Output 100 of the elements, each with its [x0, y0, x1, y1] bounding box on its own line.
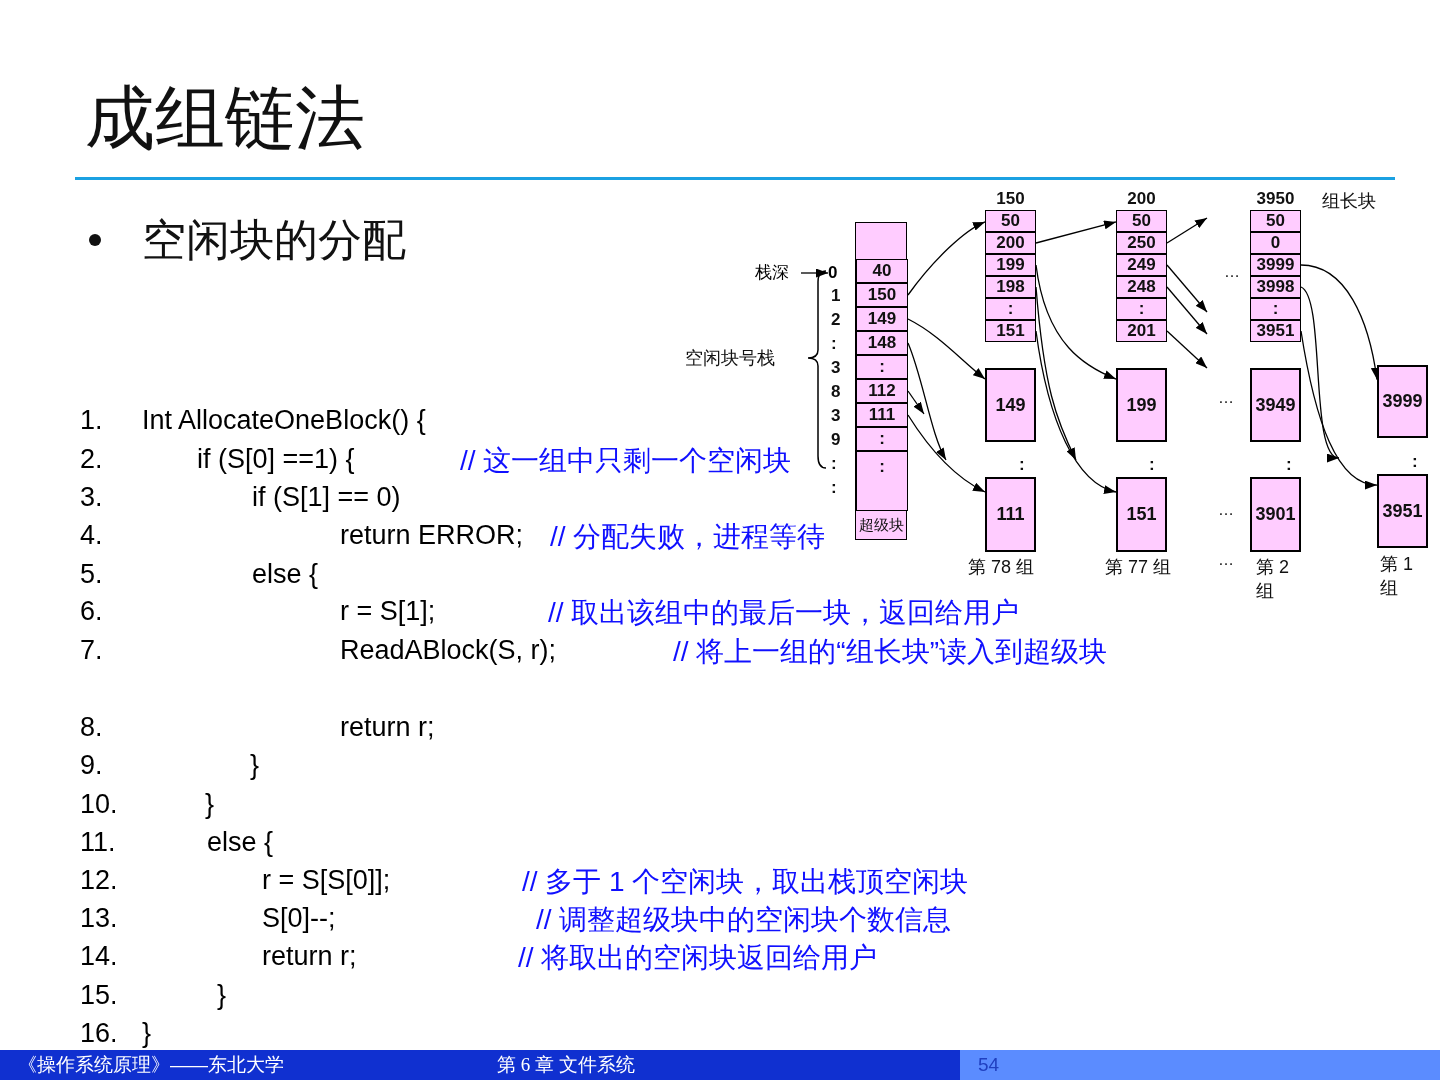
block-number: 200: [1126, 188, 1157, 210]
block-cell: 248: [1116, 276, 1167, 298]
disk-block: 3951: [1377, 474, 1428, 548]
code-line: }: [142, 1017, 152, 1049]
line-number: 3.: [80, 481, 103, 513]
ellipsis: …: [1224, 263, 1240, 281]
group-label: 第 2 组: [1256, 556, 1290, 603]
code-line: r = S[S[0]];: [262, 864, 391, 896]
arrow: [907, 414, 986, 493]
code-comment: // 取出该组中的最后一块，返回给用户: [548, 596, 1020, 630]
stack-index: 8: [831, 382, 841, 402]
line-number: 12.: [80, 864, 118, 896]
line-number: 1.: [80, 404, 103, 436]
ellipsis: …: [1218, 551, 1234, 569]
group-label: 第 78 组: [968, 556, 1035, 579]
code-line: else {: [207, 826, 274, 858]
arrow: [1035, 220, 1117, 244]
code-line: if (S[0] ==1) {: [197, 443, 355, 475]
stack-cell: :: [856, 427, 908, 451]
stack-cell: 148: [856, 331, 908, 355]
stack-index: 3: [831, 406, 841, 426]
stack-index: 9: [831, 430, 841, 450]
line-number: 16.: [80, 1017, 118, 1049]
group-label: 第 77 组: [1105, 556, 1172, 579]
code-comment: // 这一组中只剩一个空闲块: [460, 444, 792, 478]
disk-block: 3949: [1250, 368, 1301, 442]
stack-cell: 112: [856, 379, 908, 403]
code-comment: // 将上一组的“组长块”读入到超级块: [673, 635, 1107, 669]
line-number: 8.: [80, 711, 103, 743]
stack-index: 1: [831, 286, 841, 306]
disk-block: 151: [1116, 477, 1167, 552]
block-cell: :: [985, 298, 1036, 320]
disk-block: 111: [985, 477, 1036, 552]
stack-cell: 150: [856, 283, 908, 307]
footer-text: 第 6 章 文件系统: [497, 1053, 635, 1077]
arrow: [1166, 264, 1208, 313]
stack-cell: :: [856, 355, 908, 379]
stack-index: 0: [828, 260, 844, 286]
block-cell: 250: [1116, 232, 1167, 254]
block-cell: 3951: [1250, 320, 1301, 342]
code-line: }: [205, 788, 215, 820]
arrow: [1166, 217, 1208, 244]
stack-label: 空闲块号栈: [685, 347, 775, 370]
footer-text: 《操作系统原理》——东北大学: [18, 1053, 284, 1077]
block-cell: 50: [985, 210, 1036, 232]
code-comment: // 多于 1 个空闲块，取出栈顶空闲块: [522, 865, 969, 899]
disk-block: 3901: [1250, 477, 1301, 552]
disk-block: 149: [985, 368, 1036, 442]
code-line: S[0]--;: [262, 902, 336, 934]
subtitle: 空闲块的分配: [142, 213, 406, 266]
arrow: [907, 342, 947, 461]
stack-index: :: [831, 478, 837, 498]
arrow: [907, 390, 925, 415]
block-cell: :: [1116, 298, 1167, 320]
code-line: Int AllocateOneBlock() {: [142, 404, 426, 436]
block-cell: 249: [1116, 254, 1167, 276]
code-line: r = S[1];: [340, 595, 436, 627]
arrow: [1166, 330, 1208, 369]
block-cell: 198: [985, 276, 1036, 298]
block-cell: 199: [985, 254, 1036, 276]
block-cell: 50: [1250, 210, 1301, 232]
block-number: 150: [995, 188, 1026, 210]
line-number: 11.: [80, 826, 116, 858]
block-cell: 201: [1116, 320, 1167, 342]
line-number: 15.: [80, 979, 118, 1011]
vertical-ellipsis: :: [1019, 455, 1025, 475]
vertical-ellipsis: :: [1412, 452, 1418, 472]
line-number: 5.: [80, 558, 103, 590]
disk-block: 199: [1116, 368, 1167, 442]
block-caption: 组长块: [1322, 190, 1376, 213]
code-line: ReadABlock(S, r);: [340, 634, 557, 666]
block-cell: 3998: [1250, 276, 1301, 298]
code-comment: // 分配失败，进程等待: [550, 520, 826, 554]
line-number: 2.: [80, 443, 103, 475]
stack-index: :: [831, 454, 837, 474]
code-line: return ERROR;: [340, 519, 524, 551]
code-line: }: [217, 979, 227, 1011]
line-number: 13.: [80, 902, 118, 934]
code-comment: // 将取出的空闲块返回给用户: [518, 941, 878, 975]
code-line: if (S[1] == 0): [252, 481, 401, 513]
vertical-ellipsis: :: [1149, 455, 1155, 475]
stack-index: 3: [831, 358, 841, 378]
block-cell: 50: [1116, 210, 1167, 232]
code-line: else {: [252, 558, 319, 590]
block-cell: 0: [1250, 232, 1301, 254]
vertical-ellipsis: :: [1286, 455, 1292, 475]
stack-cell: 149: [856, 307, 908, 331]
block-number: 3950: [1255, 188, 1296, 210]
ellipsis: …: [1218, 501, 1234, 519]
code-line: return r;: [262, 940, 357, 972]
slide-title: 成组链法: [85, 78, 365, 159]
block-cell: 151: [985, 320, 1036, 342]
stack-index: :: [831, 334, 837, 354]
line-number: 4.: [80, 519, 103, 551]
arrow: [907, 318, 986, 380]
group-label: 第 1 组: [1380, 553, 1414, 600]
line-number: 6.: [80, 595, 103, 627]
line-number: 10.: [80, 788, 118, 820]
stack-cell: 40: [856, 259, 908, 283]
ellipsis: …: [1218, 389, 1234, 407]
